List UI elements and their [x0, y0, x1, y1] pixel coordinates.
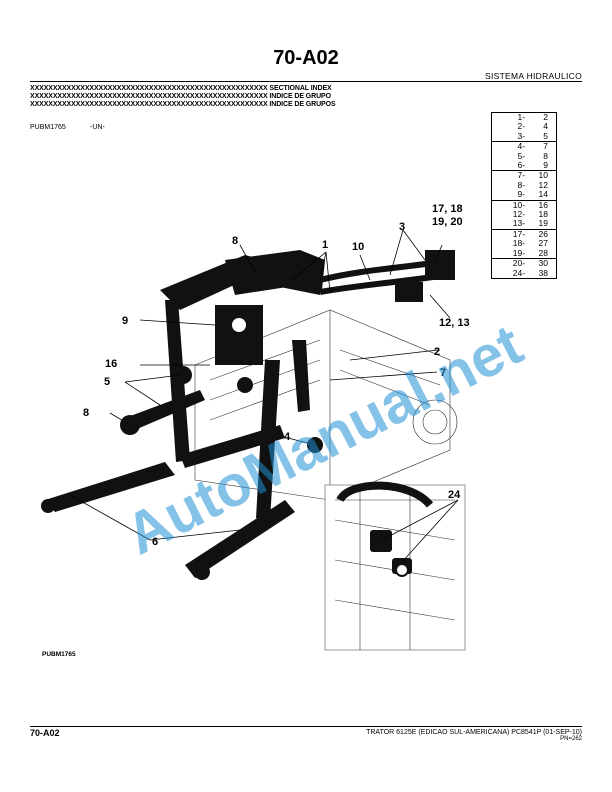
callout-2: 2 [434, 346, 440, 358]
range-start: 13- [491, 219, 528, 230]
range-start: 20- [512, 258, 526, 269]
range-start: 4- [517, 141, 526, 152]
range-row: 18- 27 [492, 238, 557, 249]
range-row: 12- 18 [492, 209, 557, 220]
indice-de-grupos-line: XXXXXXXXXXXXXXXXXXXXXXXXXXXXXXXXXXXXXXXX… [30, 101, 336, 108]
publication-unit: -UN- [90, 124, 105, 131]
range-row: 5- 8 [492, 150, 557, 161]
range-start: 7- [517, 170, 526, 181]
range-row: 4- 7 [492, 142, 557, 152]
range-start: 12- [512, 209, 526, 220]
callout-17-18: 17, 18 [432, 203, 463, 215]
range-end: 4 [543, 121, 548, 132]
range-end: 8 [543, 150, 548, 161]
indice-de-grupo-line: XXXXXXXXXXXXXXXXXXXXXXXXXXXXXXXXXXXXXXXX… [30, 93, 331, 100]
bottom-divider [30, 726, 582, 727]
callout-9: 9 [122, 315, 128, 327]
callout-7: 7 [440, 367, 446, 379]
range-end: 2 [543, 112, 548, 122]
hitch-assembly-illustration: 1 2 3 4 5 6 7 8 8 9 10 12, 13 16 17, 18 … [41, 203, 533, 651]
range-start: 1- [517, 112, 526, 122]
footer-page-number: PN=262 [560, 736, 582, 742]
callout-8-top: 8 [232, 235, 238, 247]
range-end: 9 [527, 160, 557, 172]
range-start: 5- [517, 150, 526, 161]
range-row: 19-28 [491, 248, 557, 260]
callout-6: 6 [152, 536, 158, 548]
range-start: 8- [517, 179, 526, 190]
range-end: 10 [538, 170, 548, 181]
range-start: 2- [517, 121, 526, 132]
callout-16: 16 [105, 358, 117, 370]
rocker-frame [160, 250, 325, 393]
range-row: 20- 30 [492, 258, 557, 269]
range-start: 10- [512, 199, 526, 210]
range-row: 6-9 [491, 160, 557, 172]
range-row: 2- 4 [492, 121, 557, 132]
range-end: 26 [538, 228, 548, 239]
range-end: 19 [527, 219, 557, 230]
range-start: 17- [512, 228, 526, 239]
footer-page-code: 70-A02 [30, 728, 60, 738]
callout-19-20: 19, 20 [432, 216, 463, 228]
range-end: 16 [538, 199, 548, 210]
callout-4: 4 [284, 431, 291, 443]
hydraulic-lines [319, 250, 455, 302]
publication-code: PUBM1765 [30, 124, 66, 131]
range-row: 24- 38 [492, 267, 557, 279]
range-row: 10- 16 [492, 200, 557, 210]
sectional-index-line: XXXXXXXXXXXXXXXXXXXXXXXXXXXXXXXXXXXXXXXX… [30, 85, 332, 92]
range-row: 8- 12 [492, 179, 557, 190]
range-row: 17- 26 [492, 229, 557, 239]
callout-labels: 1 2 3 4 5 6 7 8 8 9 10 12, 13 16 17, 18 … [83, 203, 470, 548]
callout-10: 10 [352, 241, 364, 253]
callout-12-13: 12, 13 [439, 317, 470, 329]
footer-publication-info: TRATOR 6125E (EDICAO SUL-AMERICANA) PC85… [366, 729, 582, 736]
callout-5: 5 [104, 376, 110, 388]
leader-lines [69, 229, 459, 563]
top-divider [30, 81, 582, 82]
range-end: 7 [543, 141, 548, 152]
range-end: 30 [538, 258, 548, 269]
range-start: 18- [512, 238, 526, 249]
range-row: 3-5 [491, 131, 557, 143]
range-end: 27 [538, 238, 548, 249]
callout-3: 3 [399, 221, 405, 233]
range-start: 19- [491, 248, 528, 260]
range-end: 5 [527, 131, 557, 143]
range-row: 1- 2 [492, 112, 557, 123]
page-title: 70-A02 [273, 47, 339, 69]
range-row: 9-14 [491, 190, 557, 201]
range-end: 12 [538, 179, 548, 190]
range-end: 14 [527, 190, 557, 201]
range-end: 18 [538, 209, 548, 220]
section-label: SISTEMA HIDRAULICO [484, 71, 582, 81]
range-start: 3- [491, 131, 528, 143]
inset-detail [324, 481, 466, 651]
range-start: 9- [491, 190, 528, 201]
range-row: 13-19 [491, 219, 557, 230]
range-end: 28 [527, 248, 557, 260]
range-end: 38 [538, 267, 548, 278]
range-start: 24- [512, 267, 526, 278]
callout-8-left: 8 [83, 407, 89, 419]
figure-code: PUBM1765 [42, 651, 76, 658]
range-start: 6- [491, 160, 528, 172]
callout-1: 1 [322, 239, 328, 251]
range-row: 7- 10 [492, 171, 557, 181]
callout-24: 24 [448, 489, 461, 501]
